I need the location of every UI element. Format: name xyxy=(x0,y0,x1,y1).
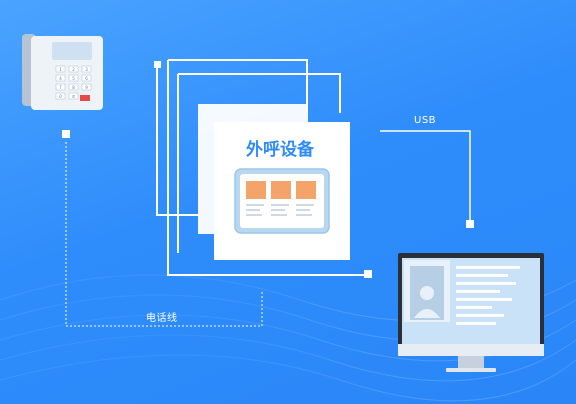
phone-key xyxy=(55,83,66,91)
phone-key xyxy=(81,83,92,91)
phone-key-label: 9 xyxy=(85,85,88,90)
monitor-icon xyxy=(398,253,544,372)
usb-label: USB xyxy=(414,115,437,126)
phone-key xyxy=(68,83,79,91)
connection-nodes xyxy=(62,61,474,278)
phone-key-label: 6 xyxy=(85,76,88,81)
device-title: 外呼设备 xyxy=(246,140,314,160)
phone-key-label: 8 xyxy=(72,85,75,90)
phone-key-label: 5 xyxy=(72,76,75,81)
phone-key xyxy=(55,65,66,73)
phone-key-label: 7 xyxy=(59,85,62,90)
phone-key xyxy=(68,74,79,82)
phone-line xyxy=(65,142,263,327)
phone-key xyxy=(55,74,66,82)
screen-card-2 xyxy=(271,181,291,199)
phone-line-label: 电话线 xyxy=(146,313,178,324)
phone-key xyxy=(68,65,79,73)
phone-key-label: 3 xyxy=(85,67,88,72)
frame-outlines xyxy=(156,59,367,276)
phone-key xyxy=(68,92,79,100)
usb-connector-line xyxy=(380,130,471,222)
phone-key-label: 2 xyxy=(72,67,75,72)
phone-key-label: 1 xyxy=(59,67,62,72)
device-screen xyxy=(234,168,330,234)
phone-key xyxy=(81,74,92,82)
phone-key xyxy=(81,65,92,73)
phone-key-label: 0 xyxy=(59,94,62,99)
phone-key-label: ✆ xyxy=(72,94,76,99)
phone-key xyxy=(55,92,66,100)
phone-key-label: 4 xyxy=(59,76,62,81)
screen-card-1 xyxy=(246,181,266,199)
screen-card-3 xyxy=(296,181,316,199)
telephone-icon: 1 2 3 4 5 6 7 8 9 0 ✆ xyxy=(22,34,103,110)
